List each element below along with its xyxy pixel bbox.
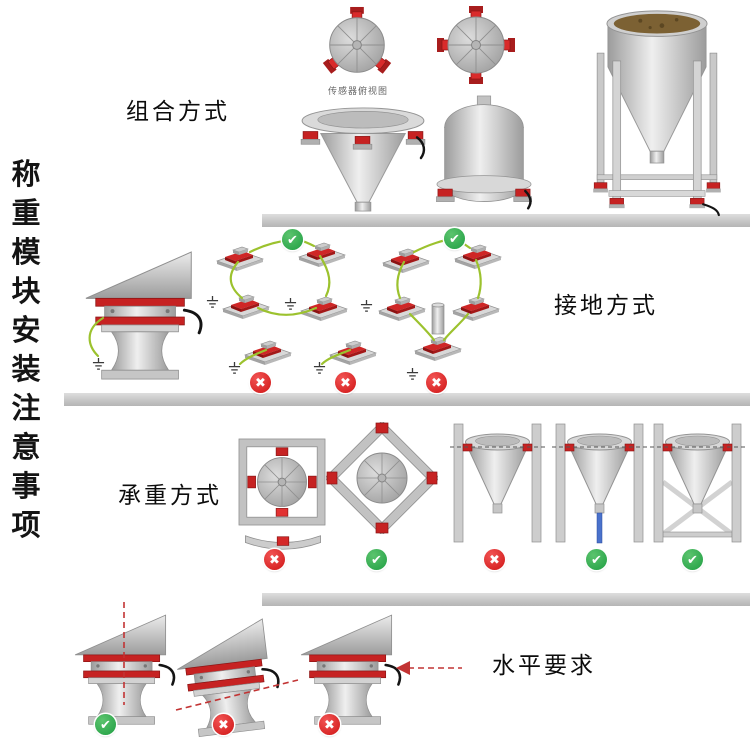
title-char: 意 [11,432,41,464]
cross-badge: ✖ [484,549,505,570]
weighing-module-icon [329,334,377,368]
page-title: 称 重 模 块 安 装 注 意 事 项 [6,156,46,546]
ground-symbol-icon [313,362,326,375]
check-icon: ✔ [100,716,111,732]
supported-hopper-diagram-b [552,420,647,548]
section-label-combination: 组合方式 [126,98,230,124]
ground-symbol-icon [228,362,241,375]
cross-icon: ✖ [218,716,229,732]
weighing-module-icon [382,242,430,276]
ground-symbol-icon [360,300,373,313]
cross-badge: ✖ [213,714,234,735]
weighing-module-icon [378,290,426,324]
title-char: 重 [11,198,41,230]
weighing-module-icon [222,288,270,322]
check-badge: ✔ [366,549,387,570]
section-label-grounding: 接地方式 [554,292,658,318]
ground-symbol-icon [284,298,297,311]
title-char: 称 [11,159,41,191]
cross-icon: ✖ [269,551,280,567]
title-char: 装 [11,354,41,386]
supported-hopper-diagram-a [450,420,545,548]
check-badge: ✔ [95,714,116,735]
square-frame-topview-diagram [238,438,326,526]
cross-icon: ✖ [255,374,266,390]
title-char: 安 [11,315,41,347]
check-icon: ✔ [687,551,698,567]
ground-symbol-icon [206,296,219,309]
weighing-module-icon [216,240,264,274]
title-char: 模 [11,237,41,269]
cross-icon: ✖ [324,716,335,732]
check-icon: ✔ [371,551,382,567]
weighing-module-icon [300,290,348,324]
check-badge: ✔ [282,229,303,250]
check-icon: ✔ [449,230,460,246]
cross-badge: ✖ [319,714,340,735]
sensor-topview-4-diagram [436,5,516,85]
title-char: 事 [11,471,41,503]
sensor-topview-caption: 传感器俯视图 [327,86,388,96]
check-badge: ✔ [586,549,607,570]
section-label-load-bearing: 承重方式 [118,482,222,508]
title-char: 注 [11,393,41,425]
divider [262,214,750,227]
cross-icon: ✖ [431,374,442,390]
tank-diagram [436,95,532,215]
supported-hopper-diagram-c [650,420,745,548]
cross-badge: ✖ [426,372,447,393]
module-assembly-level-diagram [70,610,180,737]
cross-badge: ✖ [264,549,285,570]
title-char: 项 [11,510,41,542]
standpipe-icon [431,302,445,335]
ground-symbol-icon [92,358,105,371]
legged-hopper-diagram [593,6,721,217]
cone-hopper-diagram [298,104,428,214]
check-icon: ✔ [591,551,602,567]
cross-icon: ✖ [340,374,351,390]
diamond-frame-topview-diagram [326,422,438,534]
cross-badge: ✖ [335,372,356,393]
weighing-module-icon [452,290,500,324]
check-badge: ✔ [444,228,465,249]
module-assembly-diagram [80,246,208,394]
title-char: 块 [11,276,41,308]
check-icon: ✔ [287,231,298,247]
weighing-module-icon [244,334,292,368]
ground-symbol-icon [406,368,419,381]
check-badge: ✔ [682,549,703,570]
divider [64,393,750,406]
cross-icon: ✖ [489,551,500,567]
weighing-module-icon [298,236,346,270]
sensor-topview-3-diagram [318,6,396,84]
section-label-level: 水平要求 [492,652,596,678]
cross-badge: ✖ [250,372,271,393]
module-assembly-offset-diagram [296,610,406,737]
divider [262,593,750,606]
